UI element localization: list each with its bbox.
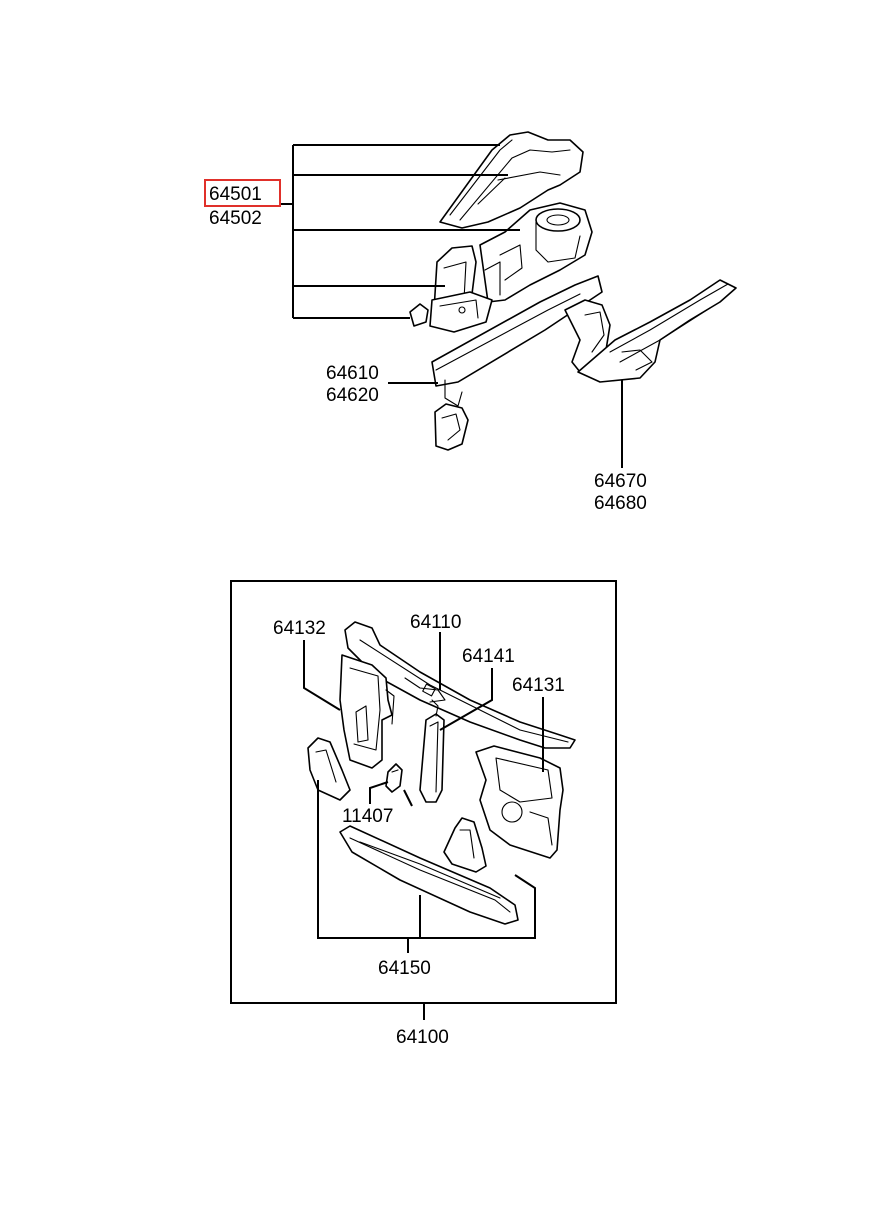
part-number-64131[interactable]: 64131 bbox=[512, 675, 565, 696]
part-number-64501[interactable]: 64501 bbox=[209, 184, 262, 205]
part-number-64100[interactable]: 64100 bbox=[396, 1027, 449, 1048]
part-number-64110[interactable]: 64110 bbox=[410, 612, 461, 633]
part-highlight-box bbox=[204, 179, 281, 207]
front-panel-assembly bbox=[307, 621, 576, 925]
upper-leader-lines bbox=[280, 144, 623, 468]
part-number-64502[interactable]: 64502 bbox=[209, 208, 262, 229]
lower-leader-lines bbox=[303, 632, 544, 1020]
part-number-64620[interactable]: 64620 bbox=[326, 385, 379, 406]
part-number-64670[interactable]: 64670 bbox=[594, 471, 647, 492]
front-side-member-assembly bbox=[409, 131, 737, 451]
part-number-64132[interactable]: 64132 bbox=[273, 618, 326, 639]
part-number-64610[interactable]: 64610 bbox=[326, 363, 379, 384]
part-number-64150[interactable]: 64150 bbox=[378, 958, 431, 979]
part-number-64680[interactable]: 64680 bbox=[594, 493, 647, 514]
part-number-64141[interactable]: 64141 bbox=[462, 646, 515, 667]
part-number-11407[interactable]: 11407 bbox=[342, 806, 393, 827]
